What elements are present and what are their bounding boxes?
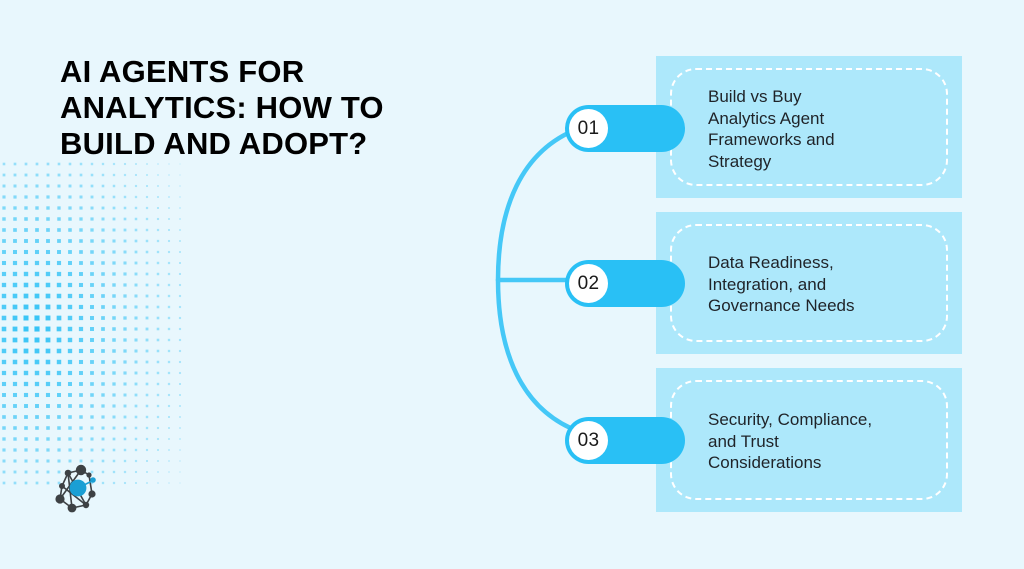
list-item-label: Security, Compliance, and Trust Consider… [708, 410, 873, 472]
list-item-number: 02 [569, 264, 608, 303]
list-item-number: 03 [569, 421, 608, 460]
card-background [656, 212, 962, 354]
list-item[interactable]: Build vs Buy Analytics Agent Frameworks … [656, 56, 962, 198]
list-item-number-badge[interactable]: 02 [565, 260, 685, 307]
list-item-label: Data Readiness, Integration, and Governa… [708, 253, 855, 315]
list-item-number-badge[interactable]: 03 [565, 417, 685, 464]
list-item-number: 01 [569, 109, 608, 148]
page-title: AI AGENTS FOR ANALYTICS: HOW TO BUILD AN… [60, 54, 384, 161]
list-item-label: Build vs Buy Analytics Agent Frameworks … [708, 87, 835, 171]
card-background [656, 56, 962, 198]
card-background [656, 368, 962, 512]
network-graph-logo [55, 464, 96, 513]
list-item-number-badge[interactable]: 01 [565, 105, 685, 152]
list-item[interactable]: Security, Compliance, and Trust Consider… [656, 368, 962, 512]
list-item[interactable]: Data Readiness, Integration, and Governa… [656, 212, 962, 354]
halftone-dot-decoration [1, 162, 182, 485]
